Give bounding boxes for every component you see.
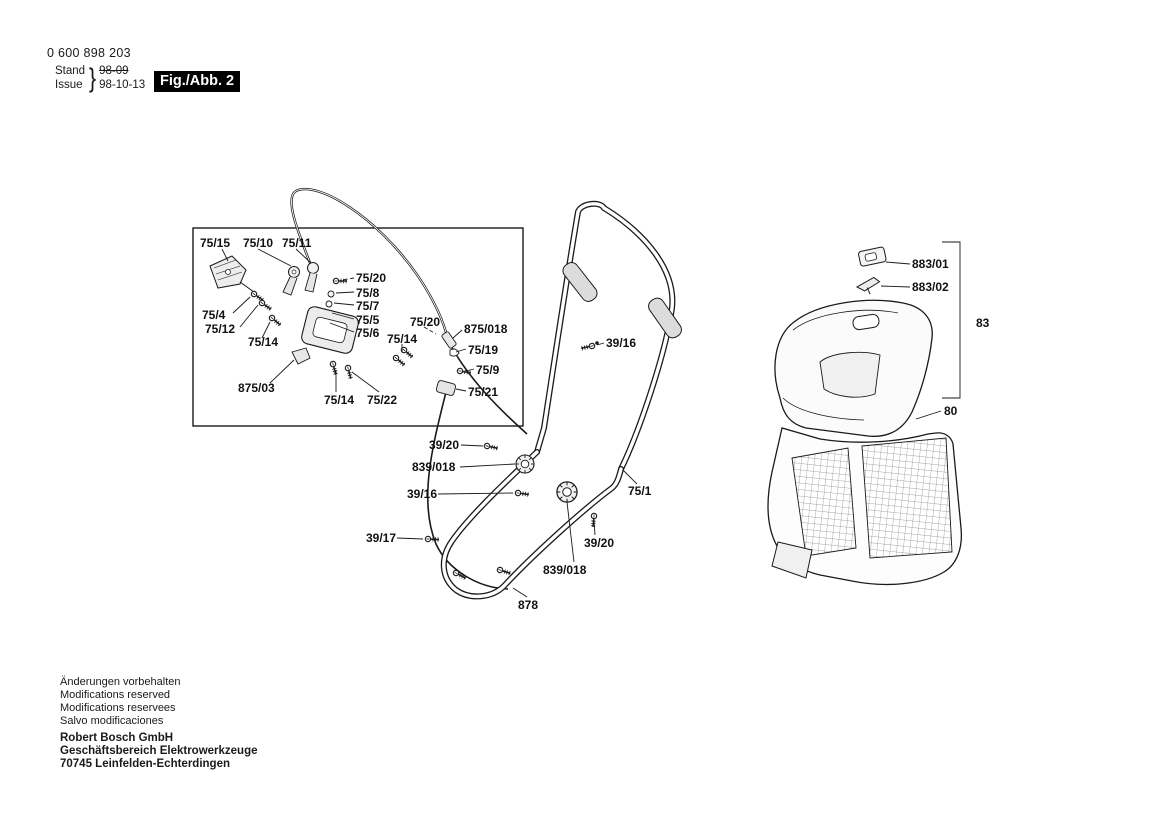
part-label: 75/19 [468,343,499,357]
part-label: 75/5 [356,313,380,327]
part-label: 39/16 [407,487,438,501]
callout-box [192,227,524,427]
part-label: 75/10 [243,236,274,250]
part-label: 875/03 [238,381,275,395]
part-label: 75/7 [356,299,380,313]
footer-note: Modifications reservees [60,702,176,714]
part-label: 75/20 [410,315,441,329]
lower-handle [440,449,624,600]
part-label: 39/16 [606,336,637,350]
cable-connector-875018 [441,331,457,349]
part-label: 878 [518,598,539,612]
part-label: 83 [976,316,990,330]
stand-label: Stand [55,65,86,77]
part-label: 75/14 [248,335,279,349]
company-division: Geschäftsbereich Elektrowerkzeuge [60,745,258,757]
pivot-levers [282,262,319,296]
issue-label: Issue [55,79,83,91]
part-label: 75/14 [387,332,418,346]
grass-catcher-box [767,427,963,586]
stand-date: 98-09 [99,65,129,77]
cable-clip-7519 [449,348,460,357]
dimension-bracket-83 [942,241,961,399]
cable-boot-7521 [435,380,457,396]
part-label: 75/11 [282,236,312,250]
part-label: 75/22 [367,393,398,407]
part-label: 883/01 [912,257,949,271]
part-label: 75/1 [628,484,652,498]
part-label: 839/018 [543,563,587,577]
footer-note: Modifications reserved [60,689,171,701]
part-label: 875/018 [464,322,508,336]
company-block: Robert Bosch GmbH Geschäftsbereich Elekt… [60,732,258,771]
upper-handle [534,200,682,472]
issue-date: 98-10-13 [99,79,146,91]
leader-lines [221,248,942,598]
part-label: 883/02 [912,280,949,294]
figure-badge: Fig./Abb. 2 [154,71,241,92]
part-label: 39/20 [429,438,460,452]
grass-catcher-lid [774,299,933,437]
clip-883-01 [858,246,887,267]
part-label: 75/4 [202,308,226,322]
part-label: 75/15 [200,236,231,250]
part-label: 80 [944,404,958,418]
part-label: 75/9 [476,363,500,377]
part-label: 75/12 [205,322,236,336]
part-label: 839/018 [412,460,456,474]
footer-note: Änderungen vorbehalten [60,676,181,688]
part-label: 75/14 [324,393,355,407]
screws [424,341,599,582]
bracket-part-87503 [291,347,311,365]
part-label: 75/6 [356,326,380,340]
part-label: 39/20 [584,536,615,550]
clamp-lever-part [209,255,255,293]
handle-grips [562,262,682,339]
clip-883-02 [855,276,881,295]
part-label: 39/17 [366,531,397,545]
switch-housing [301,306,359,354]
part-label: 75/21 [468,385,499,399]
company-address: 70745 Leinfelden-Echterdingen [60,758,230,770]
document-part-number: 0 600 898 203 [47,46,131,60]
company-name: Robert Bosch GmbH [60,732,174,744]
part-label: 75/8 [356,286,380,300]
part-label: 75/20 [356,271,387,285]
footer: Änderungen vorbehalten Modifications res… [60,676,258,771]
footer-note: Salvo modificaciones [60,715,164,727]
revision-block: Stand Issue } 98-09 98-10-13 [55,64,145,92]
brace-glyph: } [88,63,97,93]
